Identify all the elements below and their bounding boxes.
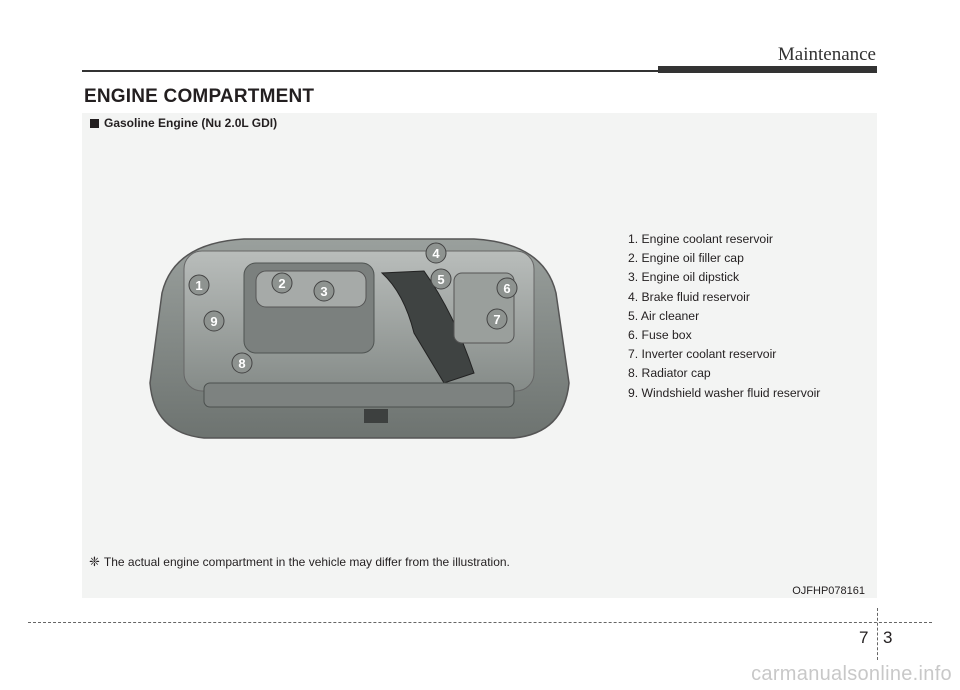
callout-3: 3 (313, 280, 335, 302)
callout-5: 5 (430, 268, 452, 290)
list-item: 2. Engine oil filler cap (628, 251, 744, 266)
svg-text:2: 2 (278, 276, 285, 291)
square-bullet-icon (90, 118, 99, 128)
bumper-slot (364, 409, 388, 423)
intake-duct (380, 270, 475, 384)
page-number: 3 (883, 628, 893, 647)
footer-rule (28, 622, 932, 623)
list-item: 9. Windshield washer fluid reservoir (628, 385, 821, 400)
footer-divider (877, 608, 878, 660)
parts-list: 1. Engine coolant reservoir 2. Engine oi… (628, 230, 820, 403)
callout-2: 2 (271, 272, 293, 294)
list-item: 3. Engine oil dipstick (628, 270, 740, 285)
panel-heading-text: Gasoline Engine (Nu 2.0L GDI) (104, 116, 278, 130)
svg-text:5: 5 (437, 272, 444, 287)
callout-6: 6 (496, 277, 518, 299)
callout-8: 8 (231, 352, 253, 374)
list-item: 4. Brake fluid reservoir (628, 289, 750, 304)
page-chapter: 7 (859, 628, 869, 647)
list-item: 6. Fuse box (628, 328, 692, 343)
radiator-support (203, 382, 515, 408)
list-item: 5. Air cleaner (628, 308, 700, 323)
panel-heading: Gasoline Engine (Nu 2.0L GDI) (90, 116, 277, 130)
svg-text:8: 8 (238, 356, 245, 371)
header-rule (82, 70, 877, 72)
engine-illustration: 1 2 3 4 5 6 7 8 (149, 238, 570, 439)
list-item: 1. Engine coolant reservoir (628, 232, 773, 246)
svg-text:1: 1 (195, 278, 202, 293)
list-item: 8. Radiator cap (628, 366, 711, 381)
callout-9: 9 (203, 310, 225, 332)
section-title: ENGINE COMPARTMENT (84, 86, 315, 107)
svg-text:3: 3 (320, 284, 327, 299)
illustration-note: ❈ The actual engine compartment in the v… (89, 554, 510, 570)
list-item: 7. Inverter coolant reservoir (628, 347, 777, 362)
engine-panel: Gasoline Engine (Nu 2.0L GDI) 1 2 (82, 113, 877, 598)
engine-cover (255, 270, 367, 308)
header-tab-bar (658, 66, 877, 73)
note-asterisk-icon: ❈ (89, 554, 100, 569)
watermark: carmanualsonline.info (751, 663, 952, 685)
callout-7: 7 (486, 308, 508, 330)
svg-text:7: 7 (493, 312, 500, 327)
callout-4: 4 (425, 242, 447, 264)
note-text: The actual engine compartment in the veh… (103, 555, 510, 569)
svg-text:6: 6 (503, 281, 510, 296)
callout-1: 1 (188, 274, 210, 296)
svg-text:4: 4 (432, 246, 440, 261)
svg-text:9: 9 (210, 314, 217, 329)
illustration-code: OJFHP078161 (792, 585, 865, 597)
header-title: Maintenance (777, 44, 876, 65)
